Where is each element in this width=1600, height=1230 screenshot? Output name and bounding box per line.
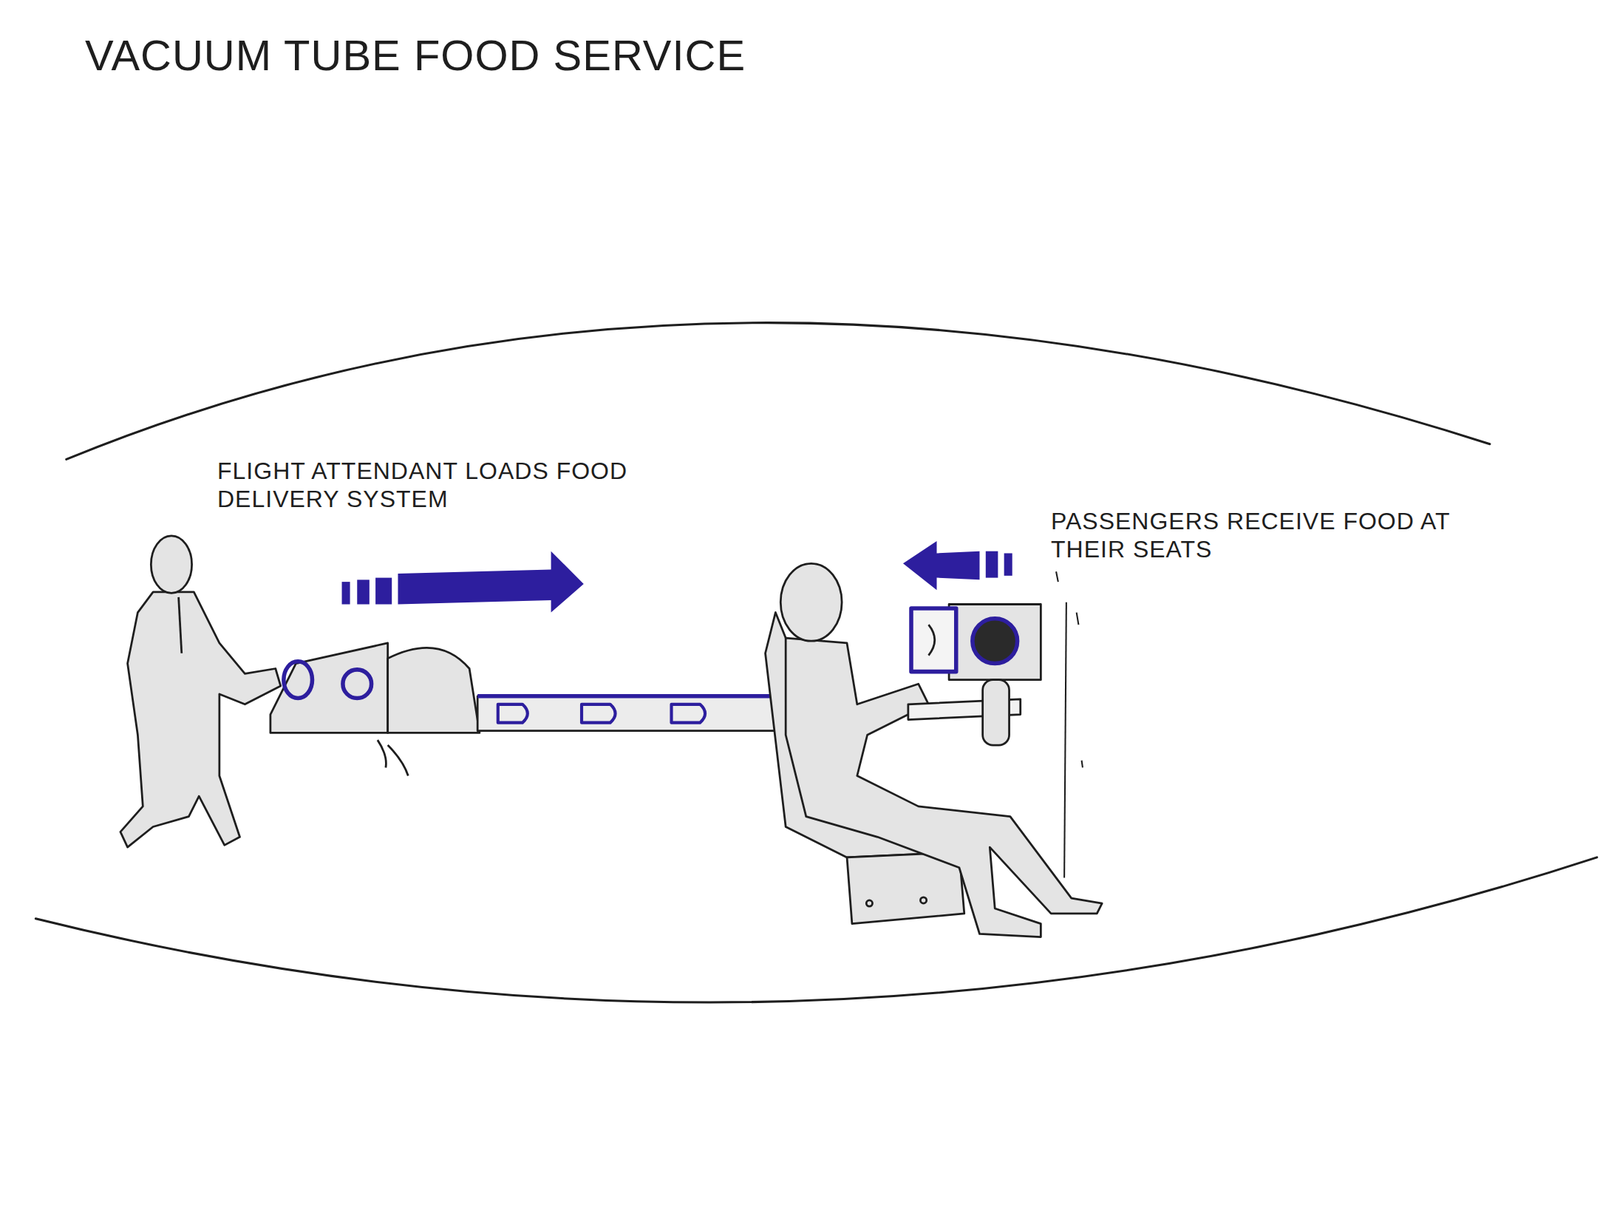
tube-edge — [477, 693, 786, 699]
receive-arrow — [903, 540, 1013, 590]
outlet-pipe — [982, 679, 1010, 745]
arrow-dash — [375, 577, 392, 605]
arrow-shaft — [397, 551, 584, 613]
arrow-dash — [985, 551, 999, 578]
attendant-tie — [178, 597, 182, 654]
arrow-dash — [342, 581, 351, 604]
vacuum-tube — [477, 696, 786, 731]
food-launcher — [270, 642, 786, 776]
passenger — [765, 563, 1103, 937]
passenger-body — [785, 637, 1102, 938]
arrow-dash — [1004, 552, 1013, 575]
leader-line — [1064, 602, 1067, 878]
launch-arrow — [342, 551, 584, 613]
attendant-body — [120, 591, 281, 847]
sketch-tick — [1056, 571, 1083, 768]
food-capsule — [671, 704, 706, 723]
arrow-head — [903, 540, 980, 590]
fuselage-bottom — [35, 857, 1598, 1003]
seat-bolt — [866, 900, 873, 907]
fuselage-top — [66, 322, 1490, 460]
food-capsule — [498, 704, 528, 723]
launcher-cylinder — [387, 647, 480, 733]
attendant-head — [150, 535, 192, 593]
seat-bolt — [920, 897, 927, 904]
motion-mark — [377, 739, 408, 776]
launcher-box — [270, 642, 388, 734]
arrow-dash — [356, 579, 370, 604]
loading-port — [283, 661, 313, 699]
diagram-title: VACUUM TUBE FOOD SERVICE — [84, 29, 746, 82]
flight-attendant — [120, 535, 281, 847]
outlet-port — [972, 618, 1018, 664]
outlet-door — [911, 608, 957, 672]
delivery-outlet — [948, 604, 1041, 680]
callout-label: FLIGHT ATTENDANT LOADS FOOD DELIVERY SYS… — [217, 456, 632, 514]
fuselage — [35, 322, 1598, 1003]
callout-label: PASSENGERS RECEIVE FOOD AT THEIR SEATS — [1050, 506, 1465, 564]
door-handle — [928, 624, 935, 655]
food-capsule — [581, 704, 616, 723]
loading-port — [342, 669, 372, 699]
passenger-head — [780, 563, 842, 641]
